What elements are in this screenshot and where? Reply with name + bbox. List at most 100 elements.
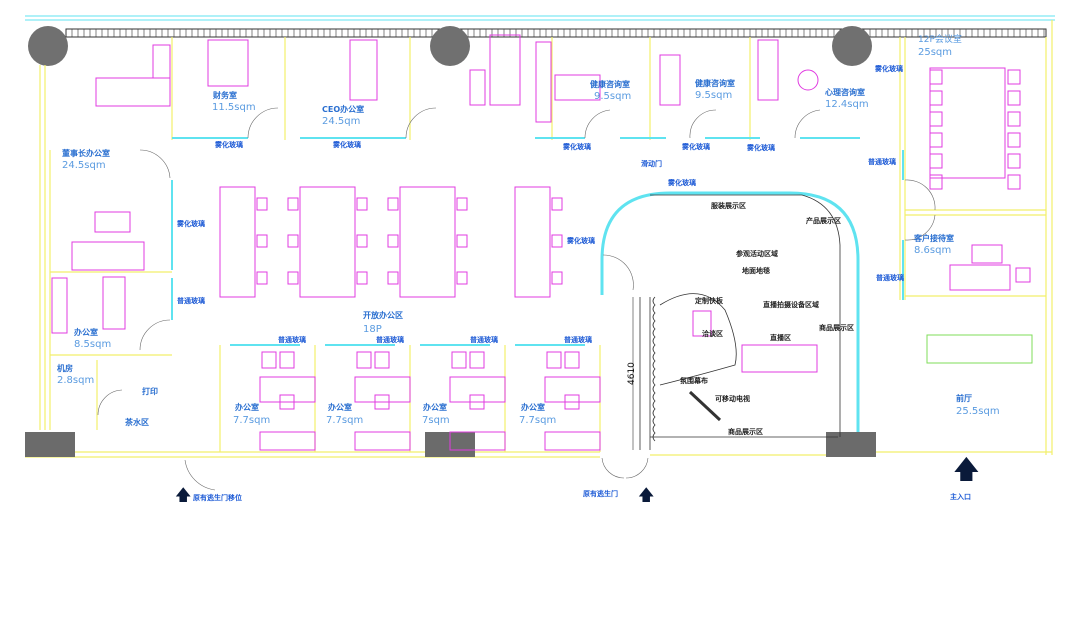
glass-label: 雾化玻璃 bbox=[682, 143, 710, 151]
furniture bbox=[51, 34, 1031, 373]
label-live-equipment: 直播拍摄设备区域 bbox=[763, 301, 819, 309]
chair bbox=[456, 197, 468, 211]
chair bbox=[356, 271, 368, 285]
chair bbox=[929, 153, 943, 169]
desk-cluster bbox=[514, 186, 551, 298]
room-name-lobby: 前厅 bbox=[956, 394, 972, 403]
column bbox=[28, 26, 68, 66]
room-area-lobby: 25.5sqm bbox=[956, 406, 1000, 417]
dimension-4610: 4610 bbox=[627, 362, 637, 385]
room-name-office-a: 办公室 bbox=[74, 328, 98, 337]
cabinet bbox=[449, 431, 506, 451]
room-name-chairman: 董事长办公室 bbox=[62, 149, 110, 158]
glass-label: 雾化玻璃 bbox=[567, 237, 595, 245]
glass-label: 雾化玻璃 bbox=[177, 220, 205, 228]
chair bbox=[1007, 153, 1021, 169]
desk bbox=[544, 376, 601, 403]
cabinet bbox=[544, 431, 601, 451]
chair bbox=[551, 234, 563, 248]
room-name-meeting: 12P会议室 bbox=[918, 35, 962, 45]
room-area-reception: 8.6sqm bbox=[914, 245, 952, 256]
room-name-office3: 办公室 bbox=[423, 403, 447, 412]
room-area-meeting: 25sqm bbox=[918, 47, 953, 58]
room-name-reception: 客户接待室 bbox=[914, 234, 954, 243]
chair bbox=[929, 111, 943, 127]
room-area-health1: 9.5sqm bbox=[594, 91, 632, 102]
desk bbox=[354, 376, 411, 403]
chair bbox=[456, 234, 468, 248]
label-goods-bottom: 商品展示区 bbox=[728, 428, 763, 436]
room-name-print: 打印 bbox=[142, 387, 158, 396]
chair bbox=[356, 197, 368, 211]
chair bbox=[356, 351, 372, 369]
chair bbox=[451, 351, 467, 369]
cabinet bbox=[259, 431, 316, 451]
desk bbox=[259, 376, 316, 403]
chair bbox=[551, 197, 563, 211]
glass-label: 普通玻璃 bbox=[278, 336, 306, 344]
label-clothing: 服装展示区 bbox=[711, 202, 746, 210]
glass-label: 雾化玻璃 bbox=[875, 65, 903, 73]
room-area-health2: 9.5sqm bbox=[695, 90, 733, 101]
structural-block bbox=[25, 432, 75, 457]
glass-label: 普通玻璃 bbox=[876, 274, 904, 282]
main-entrance-arrow-icon: 🡅 bbox=[953, 455, 980, 485]
room-name-server: 机房 bbox=[57, 364, 73, 373]
label-escape-moved: 原有逃生门移位 bbox=[193, 494, 242, 502]
room-area-chairman: 24.5sqm bbox=[62, 160, 106, 171]
room-area-office-a: 8.5sqm bbox=[74, 339, 112, 350]
chair bbox=[564, 394, 580, 410]
room-area-office1: 7.7sqm bbox=[233, 415, 271, 426]
room-name-office4: 办公室 bbox=[521, 403, 545, 412]
glass-label: 雾化玻璃 bbox=[215, 141, 243, 149]
room-name-open-office: 开放办公区 bbox=[363, 311, 403, 320]
chair bbox=[374, 351, 390, 369]
room-area-office2: 7.7sqm bbox=[326, 415, 364, 426]
chair bbox=[287, 271, 299, 285]
label-carpet: 地面地毯 bbox=[742, 267, 770, 275]
room-area-open-office: 18P bbox=[363, 324, 382, 335]
walls bbox=[25, 20, 1053, 458]
room-area-ceo: 24.5qm bbox=[322, 116, 361, 127]
label-custom: 定制快板 bbox=[695, 297, 723, 305]
glass-label: 普通玻璃 bbox=[470, 336, 498, 344]
label-main-entrance: 主入口 bbox=[950, 493, 971, 501]
label-tv: 可移动电视 bbox=[715, 395, 750, 403]
glass-label: 普通玻璃 bbox=[177, 297, 205, 305]
room-area-finance: 11.5sqm bbox=[212, 102, 256, 113]
chair bbox=[1007, 174, 1021, 190]
chair bbox=[387, 234, 399, 248]
label-product: 产品展示区 bbox=[806, 217, 841, 225]
glass-label: 雾化玻璃 bbox=[333, 141, 361, 149]
chair bbox=[564, 351, 580, 369]
chair bbox=[1007, 111, 1021, 127]
desk-cluster bbox=[399, 186, 456, 298]
chair bbox=[256, 234, 268, 248]
desk-cluster bbox=[299, 186, 356, 298]
glass-label: 雾化玻璃 bbox=[747, 144, 775, 152]
room-name-tea: 茶水区 bbox=[125, 418, 149, 427]
chair bbox=[287, 197, 299, 211]
label-goods-right: 商品展示区 bbox=[819, 324, 854, 332]
reception-desk bbox=[926, 334, 1033, 364]
window-band bbox=[65, 28, 1047, 38]
chair bbox=[279, 394, 295, 410]
room-area-psych: 12.4sqm bbox=[825, 99, 869, 110]
chair bbox=[929, 90, 943, 106]
chair bbox=[256, 271, 268, 285]
room-area-office4: 7.7sqm bbox=[519, 415, 557, 426]
chair bbox=[356, 234, 368, 248]
desk bbox=[449, 376, 506, 403]
chair bbox=[1007, 132, 1021, 148]
glass-label: 雾化玻璃 bbox=[668, 179, 696, 187]
desk-clusters bbox=[219, 186, 563, 298]
arrow-up-icon: 🡅 bbox=[638, 485, 655, 504]
chair bbox=[387, 271, 399, 285]
chair bbox=[469, 351, 485, 369]
chair bbox=[261, 351, 277, 369]
chair bbox=[387, 197, 399, 211]
chair bbox=[929, 132, 943, 148]
chair bbox=[374, 394, 390, 410]
chair bbox=[256, 197, 268, 211]
chair bbox=[279, 351, 295, 369]
